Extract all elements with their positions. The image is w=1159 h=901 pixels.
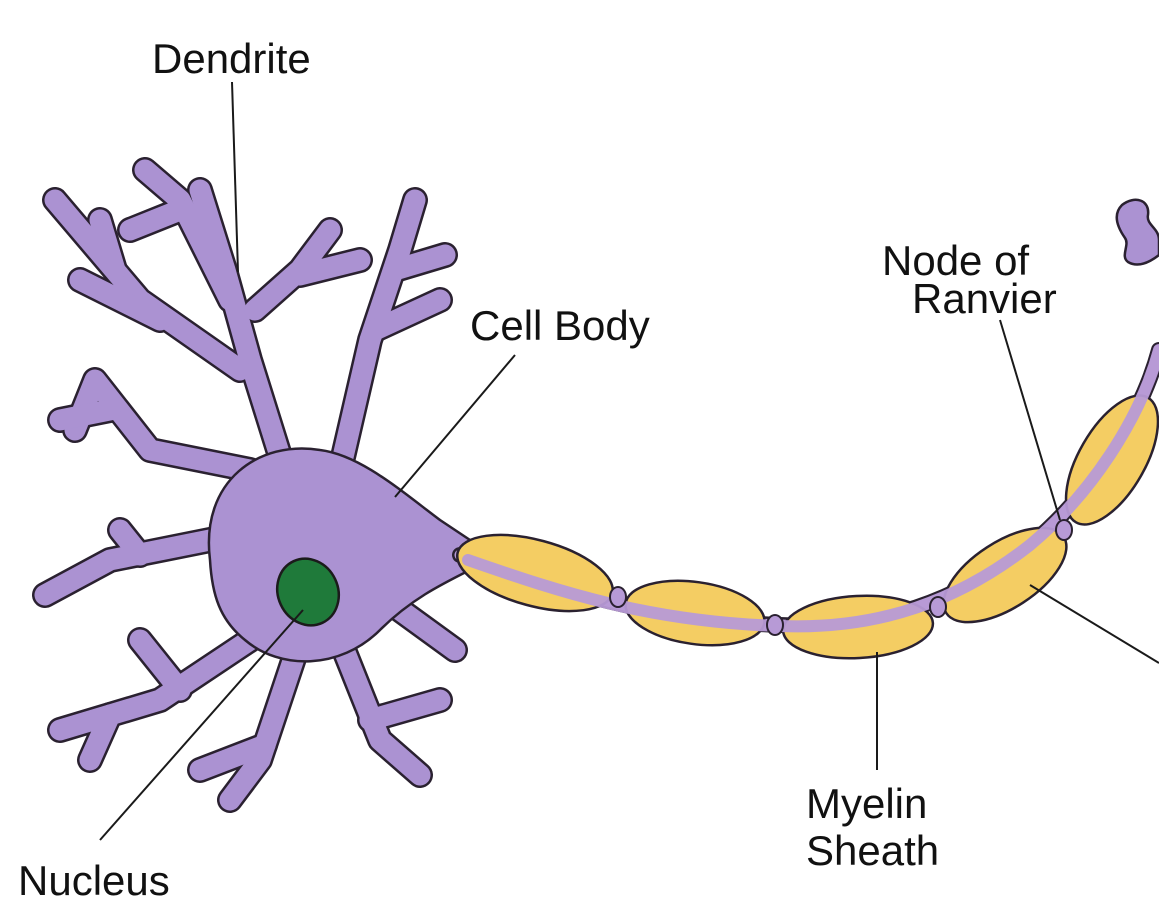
node-of-ranvier-leader <box>1000 320 1060 520</box>
myelin-segment <box>449 520 621 625</box>
cell-body-label: Cell Body <box>470 302 650 349</box>
cell-body-leader <box>395 355 515 497</box>
node-of-ranvier <box>610 587 626 607</box>
dendrite-label: Dendrite <box>152 35 311 82</box>
node-of-ranvier <box>930 597 946 617</box>
node-of-ranvier-label-line2: Ranvier <box>912 275 1057 322</box>
nucleus-label: Nucleus <box>18 857 170 901</box>
axon <box>449 350 1159 662</box>
node-of-ranvier <box>1056 520 1072 540</box>
axon-terminal <box>1117 200 1159 265</box>
axon-leader <box>1030 585 1159 663</box>
myelin-sheath-label-line1: Myelin <box>806 780 927 827</box>
node-of-ranvier <box>767 615 783 635</box>
myelin-sheath-label-line2: Sheath <box>806 827 939 874</box>
dendrite-leader <box>232 82 238 272</box>
